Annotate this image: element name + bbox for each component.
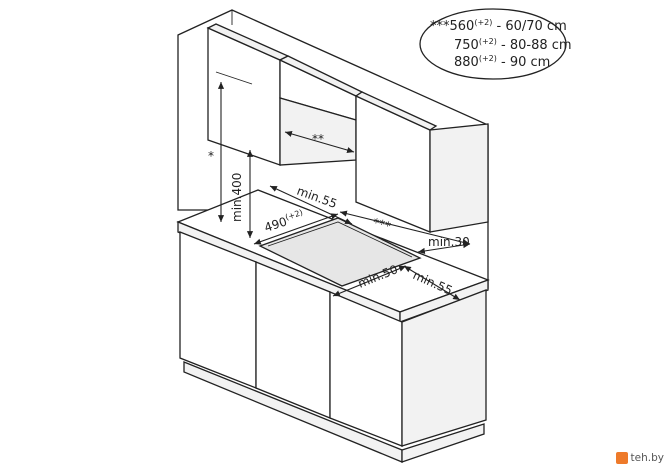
watermark-logo-icon [615, 452, 628, 464]
watermark-text: teh.by [630, 452, 664, 464]
legend-ellipse [419, 8, 567, 80]
watermark: teh.by [615, 449, 664, 467]
label-asterisk-single: * [208, 149, 214, 163]
dimension-lines [215, 71, 471, 301]
upper-cabinet-right [354, 91, 489, 233]
label-min-400: min.400 [230, 173, 244, 222]
label-asterisk-triple: *** [371, 215, 392, 233]
legend-line-2: 750(+2) - 80-88 cm [454, 37, 572, 53]
legend-line-1: ***560(+2) - 60/70 cm [430, 18, 567, 34]
legend: ***560(+2) - 60/70 cm 750(+2) - 80-88 cm… [419, 8, 572, 80]
legend-line-3: 880(+2) - 90 cm [454, 54, 550, 70]
label-asterisk-double: ** [312, 132, 324, 146]
base-cabinets [179, 231, 487, 463]
label-min-30: min.30 [428, 235, 470, 249]
